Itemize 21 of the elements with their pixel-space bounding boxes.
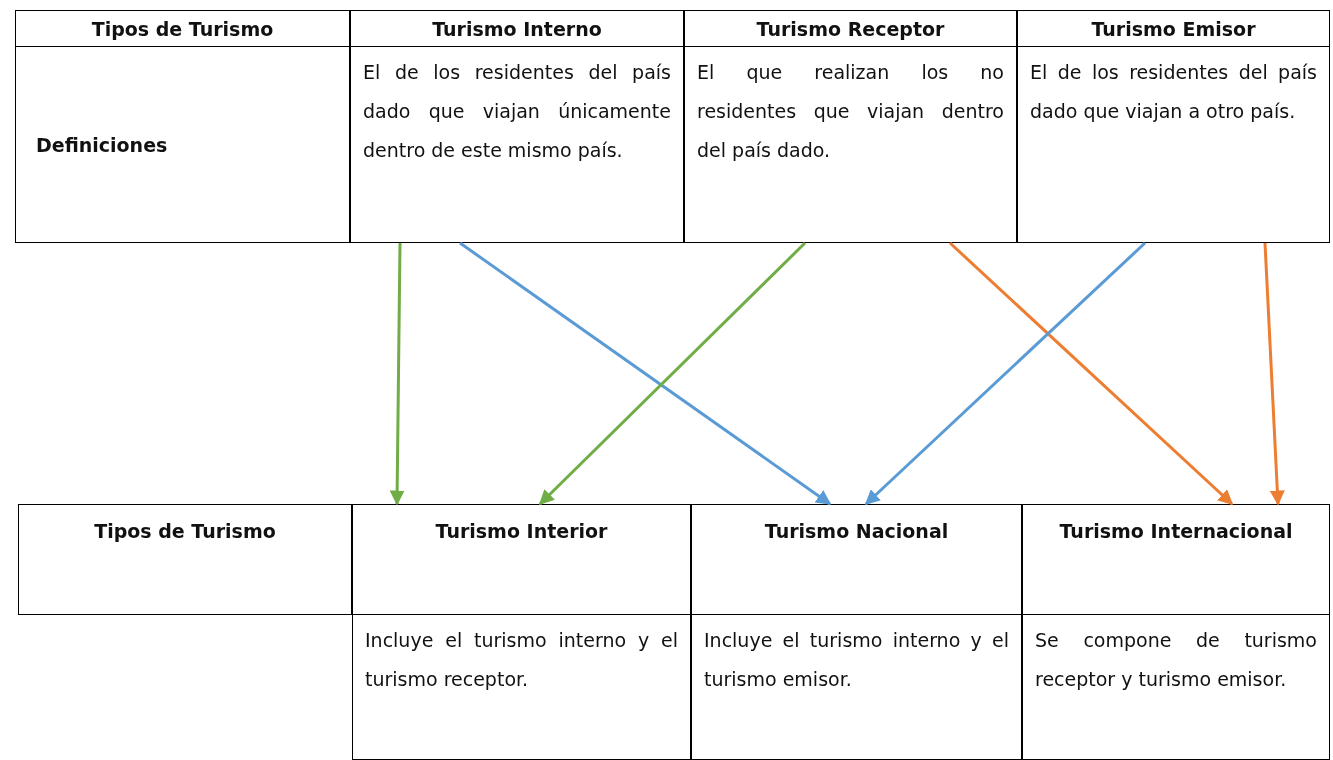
arrow bbox=[538, 241, 807, 506]
table-cell: Incluye el turismo interno y el turismo receptor. bbox=[352, 614, 691, 760]
table-cell: Incluye el turismo interno y el turismo emisor. bbox=[691, 614, 1022, 760]
table-cell: El de los residentes del país dado que viajan a otro país. bbox=[1017, 46, 1330, 243]
header-cell: Turismo Nacional bbox=[691, 504, 1022, 615]
header-cell: Turismo Interno bbox=[350, 10, 684, 47]
header-cell: Turismo Interior bbox=[352, 504, 691, 615]
row-header-cell: Definiciones bbox=[15, 46, 350, 243]
table-cell: El que realizan los no residentes que viajan dentro del país dado. bbox=[684, 46, 1017, 243]
header-cell: Tipos de Turismo bbox=[15, 10, 350, 47]
header-cell: Turismo Internacional bbox=[1022, 504, 1330, 615]
arrow bbox=[459, 241, 832, 506]
table-cell: El de los residentes del país dado que viajan únicamente dentro de este mismo país. bbox=[350, 46, 684, 243]
arrow bbox=[1263, 242, 1285, 506]
header-cell: Tipos de Turismo bbox=[18, 504, 352, 615]
table-cell: Se compone de turismo receptor y turismo emisor. bbox=[1022, 614, 1330, 760]
header-cell: Turismo Receptor bbox=[684, 10, 1017, 47]
arrow bbox=[864, 241, 1147, 506]
arrow bbox=[949, 241, 1234, 506]
arrow bbox=[389, 243, 405, 506]
header-cell: Turismo Emisor bbox=[1017, 10, 1330, 47]
